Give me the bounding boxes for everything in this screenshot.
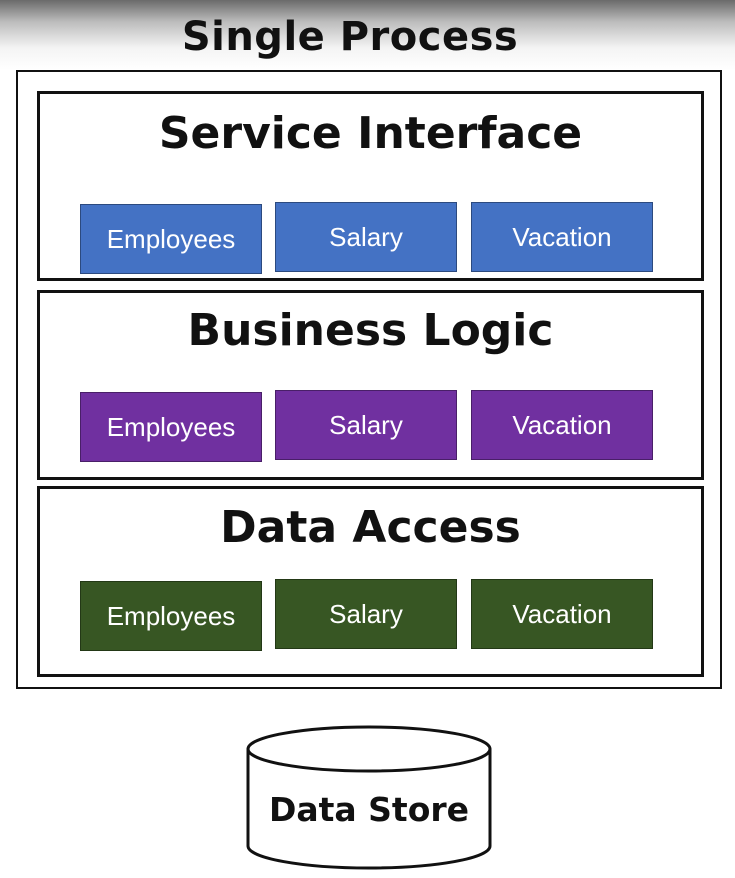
service-employees: Employees	[80, 392, 262, 462]
layer-business-logic: Business Logic Employees Salary Vacation	[37, 290, 704, 480]
service-vacation: Vacation	[471, 202, 653, 272]
layer-title: Business Logic	[187, 305, 554, 356]
layer-service-interface: Service Interface Employees Salary Vacat…	[37, 91, 704, 281]
service-employees: Employees	[80, 204, 262, 274]
diagram-title: Single Process	[181, 14, 519, 60]
process-boundary: Service Interface Employees Salary Vacat…	[16, 70, 722, 689]
layer-title: Service Interface	[158, 108, 583, 159]
service-salary: Salary	[275, 579, 457, 649]
service-vacation: Vacation	[471, 579, 653, 649]
database-cylinder-icon	[246, 725, 492, 870]
data-store-label: Data Store	[268, 790, 470, 829]
service-salary: Salary	[275, 202, 457, 272]
layer-title: Data Access	[220, 502, 521, 553]
service-salary: Salary	[275, 390, 457, 460]
layer-data-access: Data Access Employees Salary Vacation	[37, 486, 704, 677]
service-employees: Employees	[80, 581, 262, 651]
service-vacation: Vacation	[471, 390, 653, 460]
